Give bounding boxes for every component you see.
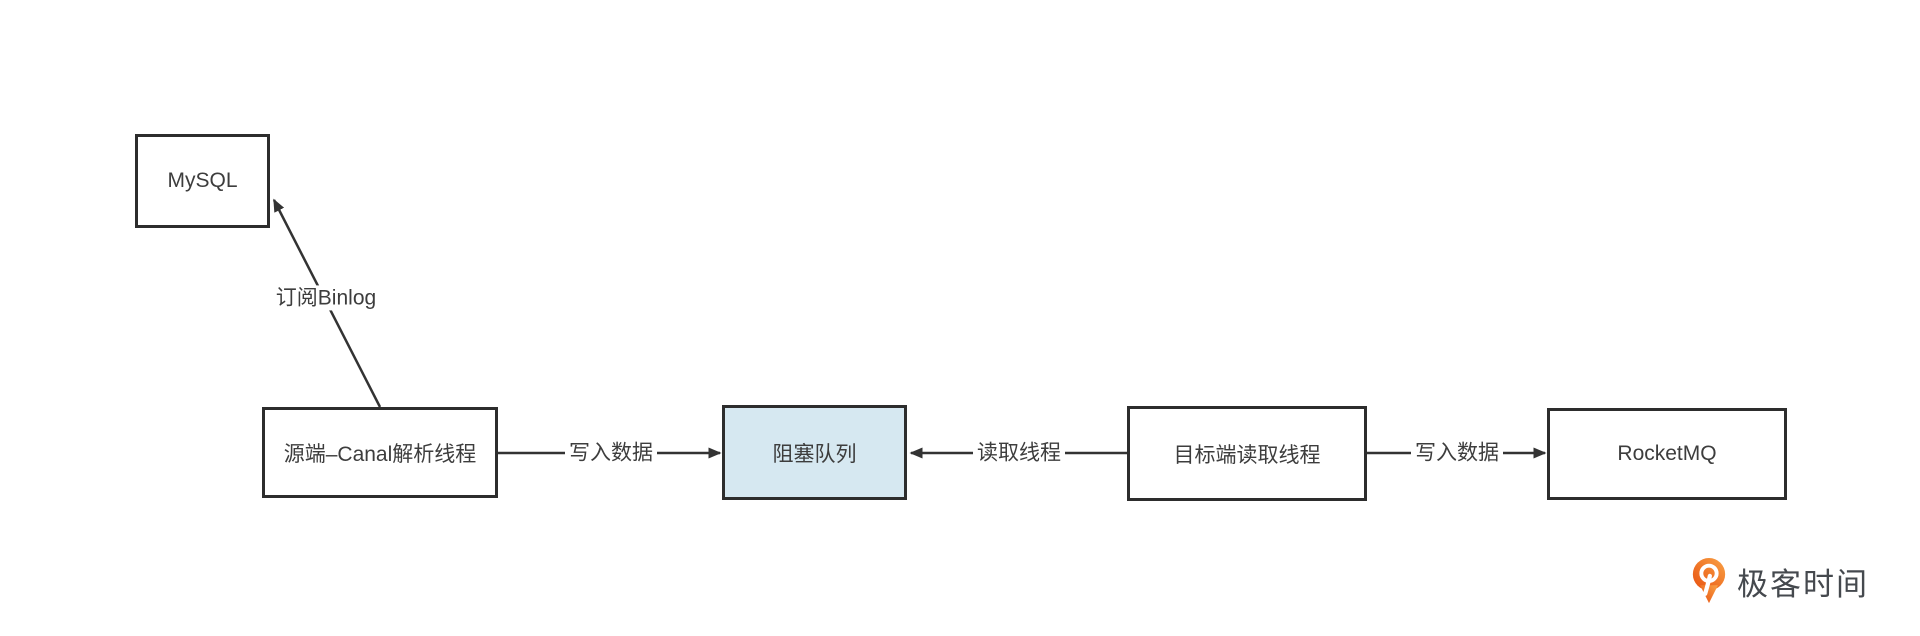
edge-label-write-data-right: 写入数据 xyxy=(1411,440,1503,466)
node-target-reader-label: 目标端读取线程 xyxy=(1173,443,1321,467)
geektime-logo-text: 极客时间 xyxy=(1737,566,1869,602)
node-source-canal-thread: 源端–Canal解析线程 xyxy=(262,407,498,498)
node-target-reader-thread: 目标端读取线程 xyxy=(1127,406,1367,501)
node-mysql: MySQL xyxy=(135,134,270,228)
edge-label-write-data-left: 写入数据 xyxy=(565,440,657,466)
edge-label-read-thread: 读取线程 xyxy=(973,440,1065,466)
geektime-logo: 极客时间 xyxy=(1692,555,1869,607)
node-blocking-queue: 阻塞队列 xyxy=(722,405,907,500)
node-rocketmq-label: RocketMQ xyxy=(1617,442,1717,465)
node-blocking-queue-label: 阻塞队列 xyxy=(772,442,857,466)
geektime-pin-icon xyxy=(1692,558,1726,604)
edge-label-subscribe-binlog: 订阅Binlog xyxy=(271,285,381,311)
node-source-canal-label: 源端–Canal解析线程 xyxy=(283,442,477,466)
node-mysql-label: MySQL xyxy=(167,169,238,192)
node-rocketmq: RocketMQ xyxy=(1547,408,1787,500)
